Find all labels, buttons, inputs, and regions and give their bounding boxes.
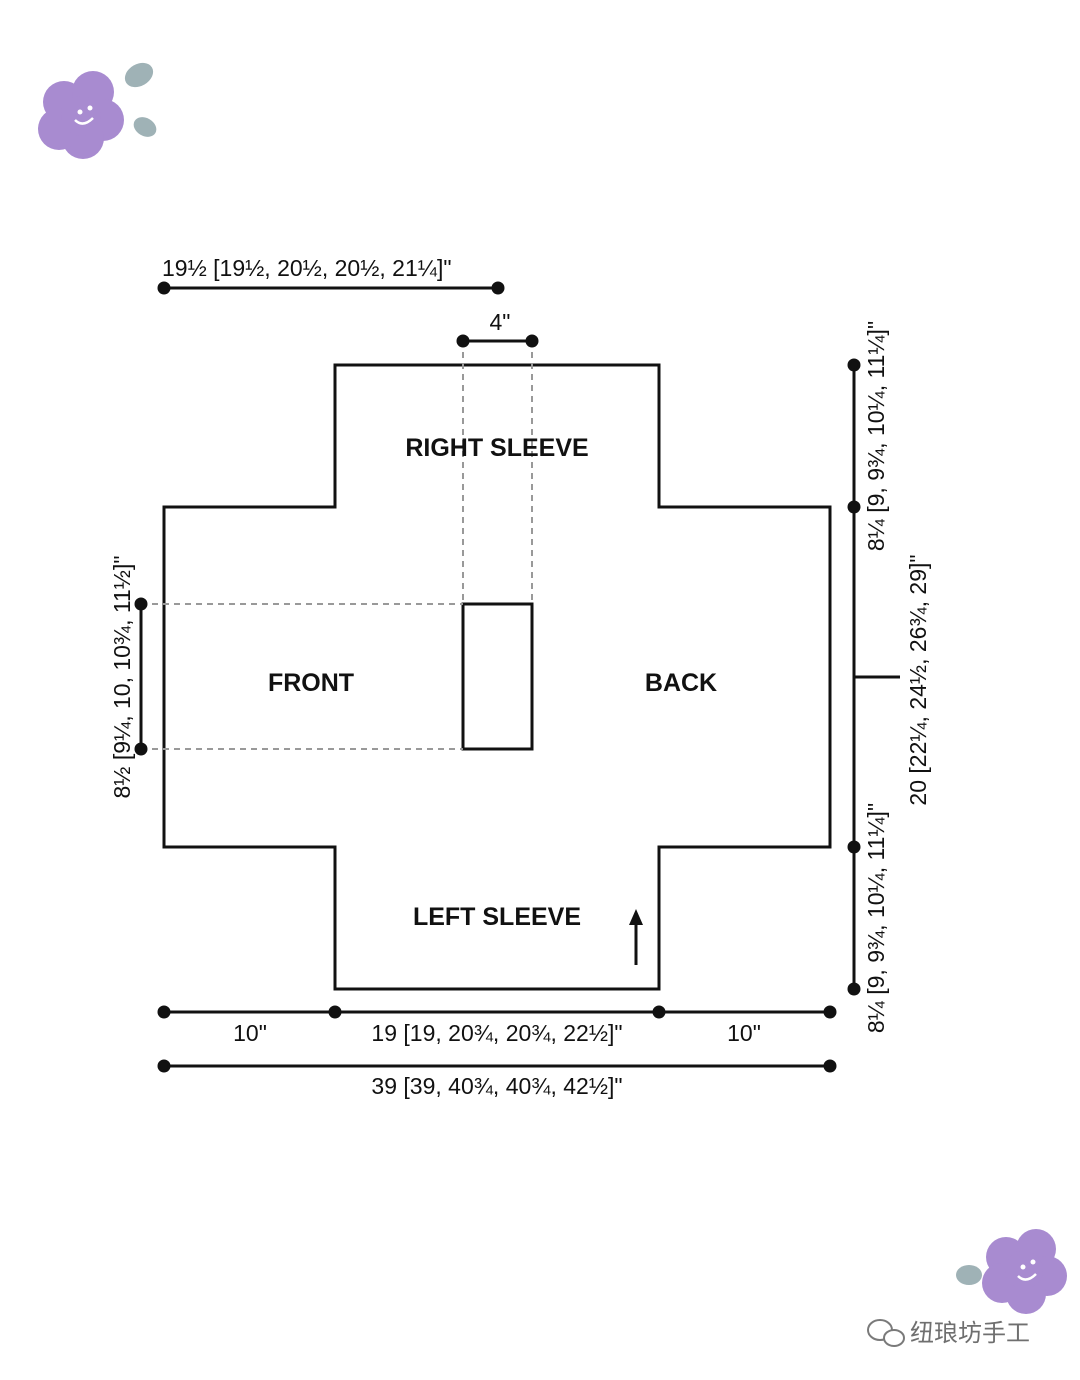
flower-icon-top-left (38, 62, 157, 159)
right-upper-dimension: 8¼ [9, 9¾, 10¼, 11¼]" (863, 321, 889, 551)
arrow-up-icon (629, 909, 643, 965)
top-width-dimension: 19½ [19½, 20½, 20½, 21¼]" (162, 255, 452, 281)
bottom-total-dimension: 39 [39, 40¾, 40¾, 42½]" (371, 1073, 622, 1099)
garment-outline (162, 363, 832, 991)
bottom-left-dimension: 10" (233, 1020, 267, 1046)
right-sleeve-label: RIGHT SLEEVE (405, 434, 588, 462)
dimension-lines (134, 281, 900, 1073)
right-total-dimension: 20 [22¼, 24½, 26¾, 29]" (905, 554, 931, 805)
left-side-dimension: 8½ [9¼, 10, 10¾, 11½]" (109, 555, 135, 798)
back-label: BACK (645, 669, 717, 697)
neck-width-dimension: 4" (490, 309, 511, 335)
wechat-icon (867, 1319, 905, 1347)
bottom-right-dimension: 10" (727, 1020, 761, 1046)
neck-opening (461, 602, 534, 751)
bottom-middle-dimension: 19 [19, 20¾, 20¾, 22½]" (371, 1020, 622, 1046)
flower-icon-bottom-right (956, 1229, 1067, 1314)
right-lower-dimension: 8¼ [9, 9¾, 10¼, 11¼]" (863, 803, 889, 1033)
left-sleeve-label: LEFT SLEEVE (413, 903, 581, 931)
front-label: FRONT (268, 669, 354, 697)
watermark-text: 纽琅坊手工 (910, 1319, 1030, 1347)
dashed-guides (141, 341, 533, 750)
